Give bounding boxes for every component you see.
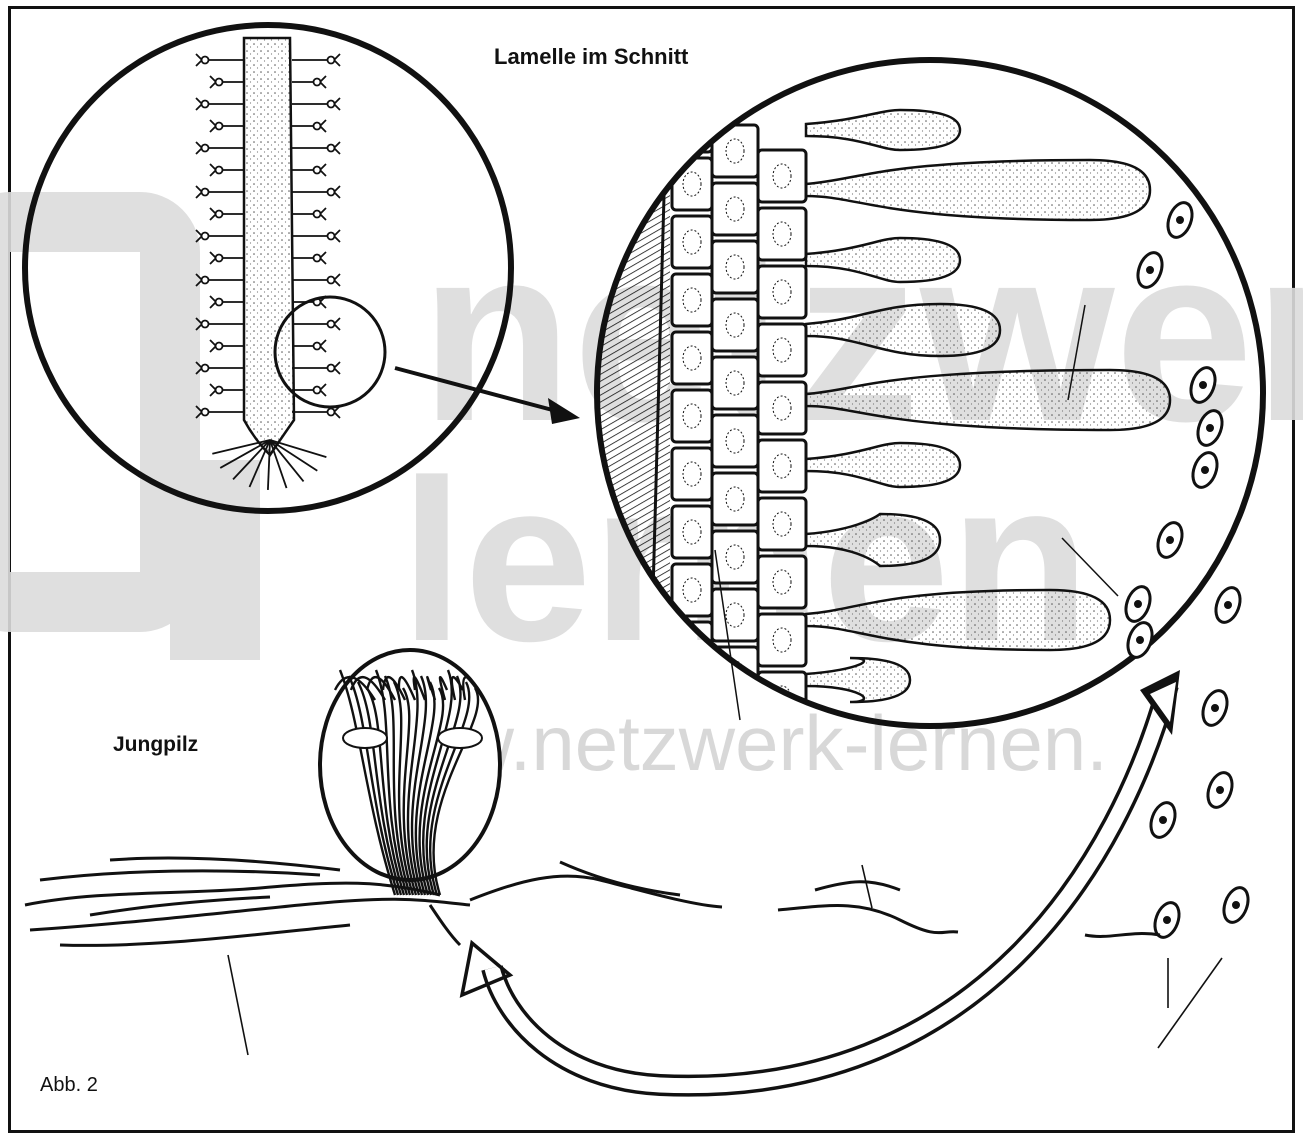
- diagram-title: Lamelle im Schnitt: [494, 44, 688, 70]
- young-fungus-body: [320, 650, 500, 895]
- young-fungus-label: Jungpilz: [113, 733, 198, 757]
- basidia-right: [292, 54, 340, 418]
- lamella-trama: [244, 38, 294, 455]
- mycelium: [25, 858, 1160, 945]
- figure-number: Abb. 2: [40, 1074, 98, 1097]
